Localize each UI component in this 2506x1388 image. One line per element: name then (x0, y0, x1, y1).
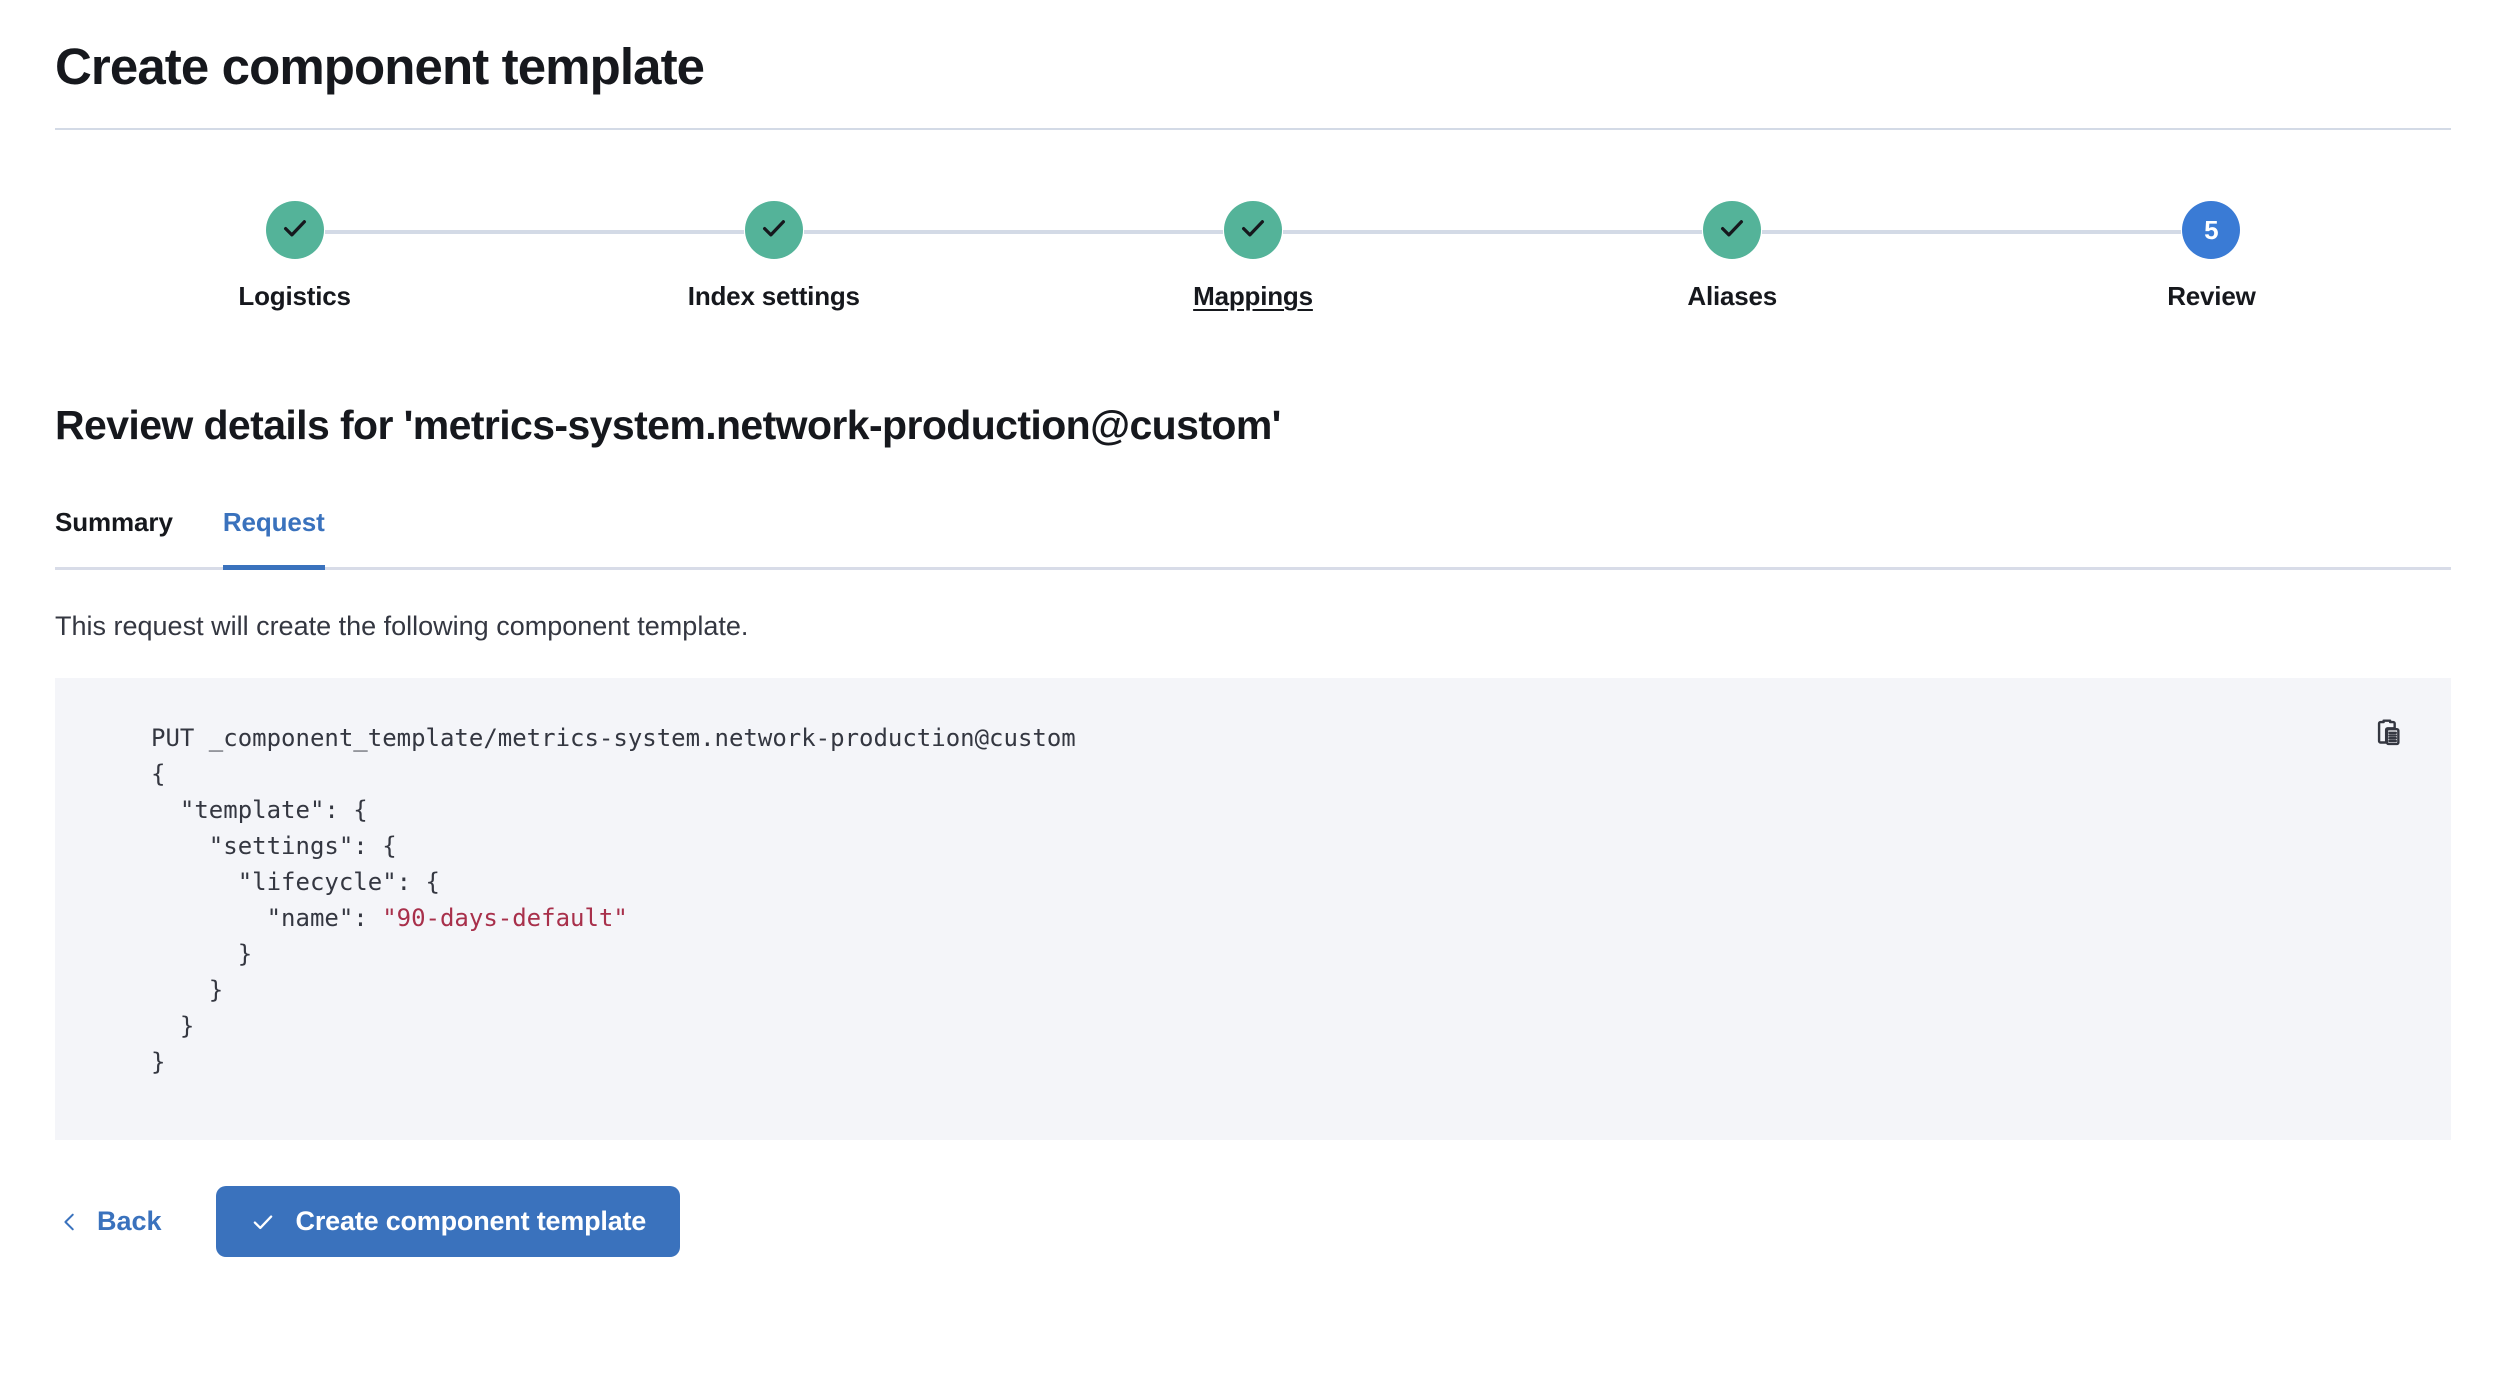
step-status-indicator-mappings[interactable] (1224, 201, 1282, 259)
code-line-5: "lifecycle": { (151, 868, 440, 896)
review-tabs: Summary Request (55, 500, 2451, 570)
code-line-3: "template": { (151, 796, 368, 824)
create-component-template-button-label: Create component template (295, 1206, 647, 1236)
step-connector-left (1492, 230, 1703, 234)
wizard-stepper: Logistics Index settings Mappings (55, 185, 2451, 312)
request-code-panel: PUT _component_template/metrics-system.n… (55, 678, 2451, 1140)
header-divider (55, 128, 2451, 130)
step-connector-right (1283, 230, 1493, 234)
check-icon (1717, 213, 1747, 248)
create-component-template-button[interactable]: Create component template (215, 1186, 681, 1257)
step-number-review: 5 (2204, 215, 2219, 245)
check-icon (250, 1209, 276, 1235)
tab-summary[interactable]: Summary (55, 500, 173, 567)
check-icon (1238, 213, 1268, 248)
step-connector-right (1762, 230, 1972, 234)
request-description: This request will create the following c… (55, 611, 749, 641)
wizard-footer-actions: Back Create component template (55, 1186, 2451, 1257)
back-button[interactable]: Back (55, 1196, 166, 1247)
step-connector-left (1013, 230, 1223, 234)
check-icon (280, 213, 310, 248)
step-aliases[interactable]: Aliases (1492, 185, 1972, 312)
chevron-left-icon (59, 1211, 81, 1233)
code-line-6-value: "90-days-default" (382, 904, 628, 932)
step-connector-right (803, 230, 1014, 234)
code-line-1: PUT _component_template/metrics-system.n… (151, 724, 1076, 752)
step-status-indicator-logistics[interactable] (265, 201, 324, 259)
review-section-title: Review details for 'metrics-system.netwo… (55, 402, 1281, 448)
step-mappings[interactable]: Mappings (1013, 185, 1493, 312)
page-header: Create component template (0, 0, 2506, 96)
step-label-review[interactable]: Review (2167, 281, 2256, 311)
code-line-2: { (151, 760, 166, 788)
step-label-mappings[interactable]: Mappings (1193, 281, 1313, 311)
step-label-index-settings[interactable]: Index settings (687, 281, 860, 311)
step-connector-left (1971, 230, 2182, 234)
step-status-indicator-aliases[interactable] (1703, 201, 1762, 259)
tab-request[interactable]: Request (222, 500, 325, 570)
copy-clipboard-icon[interactable] (2365, 710, 2413, 758)
request-code-block[interactable]: PUT _component_template/metrics-system.n… (55, 720, 2451, 1080)
code-line-7: } (151, 940, 253, 968)
code-line-10: } (151, 1048, 166, 1076)
code-line-6-key: "name": (151, 904, 383, 932)
step-connector-right (324, 230, 535, 234)
code-line-8: } (151, 976, 224, 1004)
step-review[interactable]: 5 Review (1971, 185, 2451, 312)
step-logistics[interactable]: Logistics (55, 185, 535, 312)
step-connector-left (534, 230, 744, 234)
step-label-logistics[interactable]: Logistics (238, 281, 351, 311)
step-status-indicator-review[interactable]: 5 (2182, 201, 2241, 259)
step-label-aliases[interactable]: Aliases (1687, 281, 1778, 311)
code-line-4: "settings": { (151, 832, 397, 860)
page-title: Create component template (55, 38, 705, 95)
step-status-indicator-index-settings[interactable] (744, 201, 803, 259)
step-index-settings[interactable]: Index settings (534, 185, 1014, 312)
check-icon (759, 213, 789, 248)
back-button-label: Back (97, 1206, 162, 1236)
code-line-9: } (151, 1012, 195, 1040)
